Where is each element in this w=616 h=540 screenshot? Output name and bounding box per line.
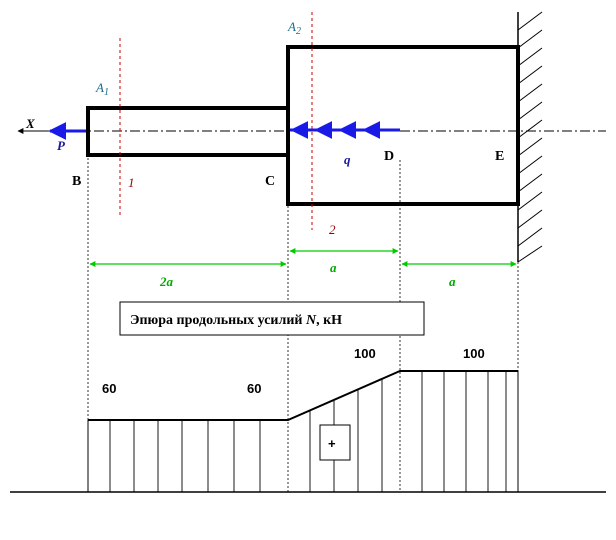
- area-1-label: A1: [95, 80, 109, 98]
- epure-title: Эпюра продольных усилий N, кН: [130, 313, 342, 328]
- point-d-label: D: [384, 149, 394, 164]
- epure-title-box: [119, 301, 425, 336]
- dim-de-label: a: [449, 274, 456, 289]
- dim-bc-label: 2a: [159, 274, 174, 289]
- section-1-label: 1: [128, 175, 135, 190]
- point-e-label: E: [495, 149, 504, 164]
- epure-value-d: 100: [354, 346, 376, 361]
- rod-section-large: [286, 45, 520, 206]
- epure-hatching: [109, 371, 507, 492]
- area-2-label: A2: [287, 19, 301, 37]
- dim-cd-label: a: [330, 260, 337, 275]
- fixed-wall: [517, 11, 543, 263]
- dimension-lines: [89, 248, 517, 267]
- epure-sign: +: [328, 436, 336, 451]
- axis-x-label: X: [25, 116, 35, 131]
- section-2-label: 2: [329, 222, 336, 237]
- epure-outline: [88, 370, 518, 421]
- epure-value-c: 60: [247, 381, 261, 396]
- epure-sign-box: [319, 424, 351, 461]
- epure-value-b: 60: [102, 381, 116, 396]
- point-b-label: B: [72, 174, 81, 189]
- epure-value-e: 100: [463, 346, 485, 361]
- force-p-label: P: [57, 138, 66, 153]
- load-q-label: q: [344, 152, 351, 167]
- point-c-label: C: [265, 174, 275, 189]
